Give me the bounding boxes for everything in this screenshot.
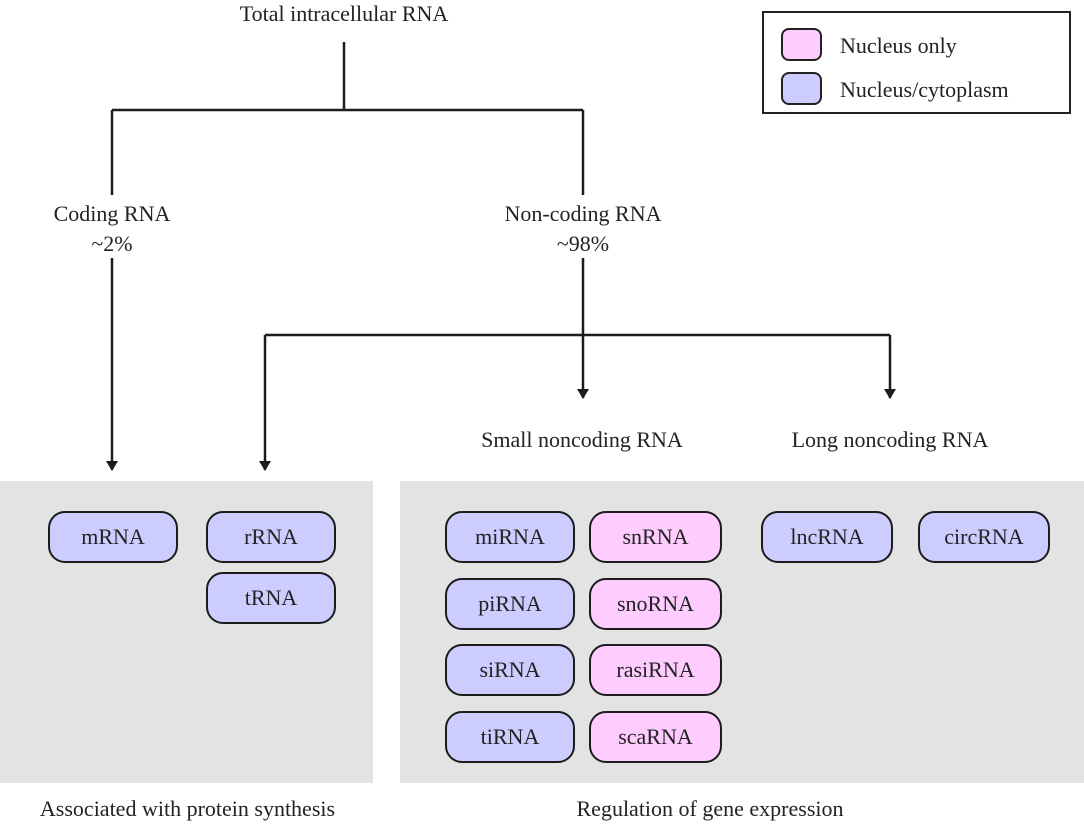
legend-swatch-nucleus-only bbox=[781, 28, 822, 61]
circrna-pill: circRNA bbox=[918, 511, 1050, 563]
coding-rna-label: Coding RNA bbox=[53, 201, 171, 226]
rasirna-pill: rasiRNA bbox=[589, 644, 722, 696]
protein-synthesis-caption: Associated with protein synthesis bbox=[39, 796, 336, 821]
tirna-pill: tiRNA bbox=[445, 711, 575, 763]
noncoding-rna-label: Non-coding RNA bbox=[504, 201, 662, 226]
legend-label-nucleus-only: Nucleus only bbox=[840, 33, 957, 58]
snorna-pill: snoRNA bbox=[589, 578, 722, 630]
snrna-pill: snRNA bbox=[589, 511, 722, 563]
legend: Nucleus only Nucleus/cytoplasm bbox=[762, 11, 1071, 114]
sirna-pill: siRNA bbox=[445, 644, 575, 696]
pirna-pill: piRNA bbox=[445, 578, 575, 630]
mirna-pill: miRNA bbox=[445, 511, 575, 563]
gene-regulation-caption: Regulation of gene expression bbox=[576, 796, 844, 821]
rrna-pill: rRNA bbox=[206, 511, 336, 563]
mrna-pill: mRNA bbox=[48, 511, 178, 563]
root-label: Total intracellular RNA bbox=[239, 1, 449, 26]
lncrna-pill: lncRNA bbox=[761, 511, 893, 563]
trna-pill: tRNA bbox=[206, 572, 336, 624]
long-noncoding-label: Long noncoding RNA bbox=[791, 427, 989, 452]
legend-label-nucleus-cytoplasm: Nucleus/cytoplasm bbox=[840, 77, 1009, 102]
scarna-pill: scaRNA bbox=[589, 711, 722, 763]
legend-swatch-nucleus-cytoplasm bbox=[781, 72, 822, 105]
small-noncoding-label: Small noncoding RNA bbox=[481, 427, 683, 452]
coding-rna-share: ~2% bbox=[91, 231, 133, 256]
noncoding-rna-share: ~98% bbox=[556, 231, 610, 256]
